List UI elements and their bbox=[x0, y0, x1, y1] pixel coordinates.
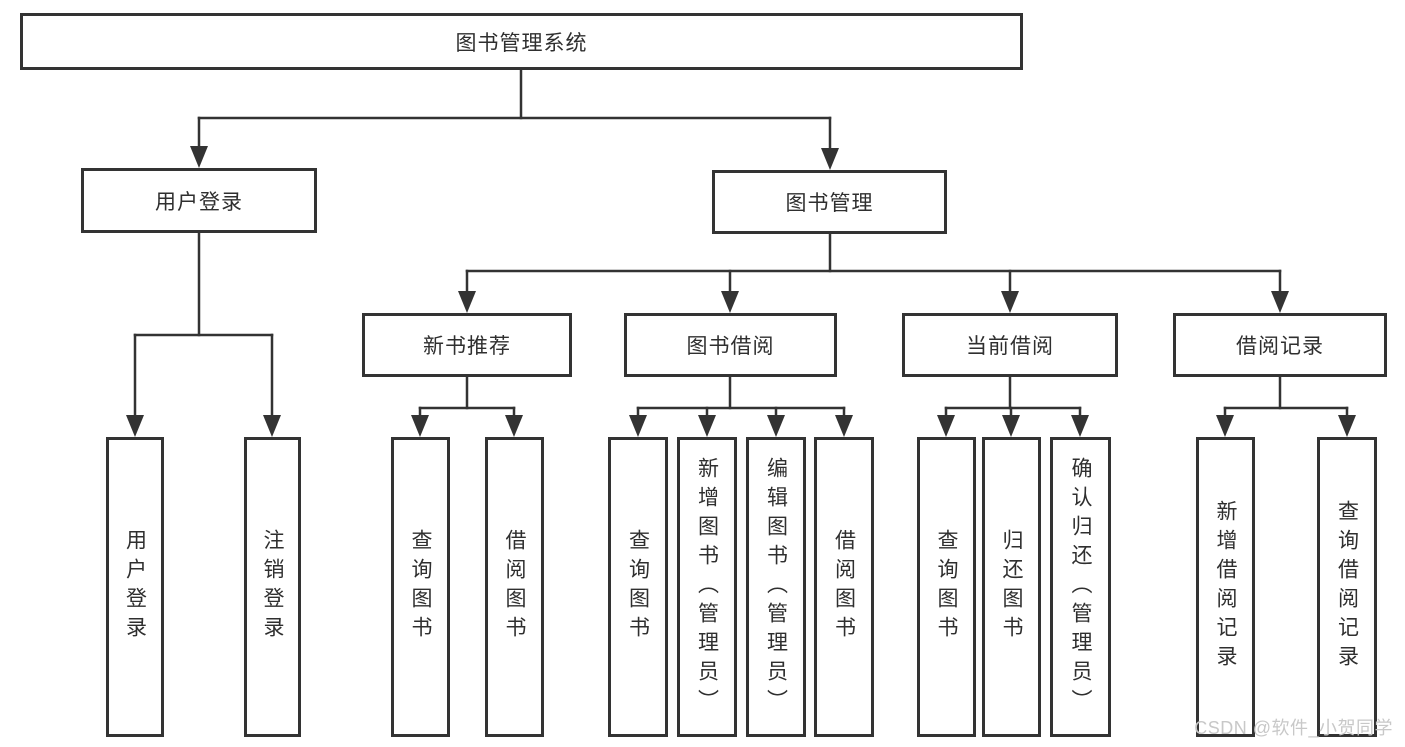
node-label: 用户登录 bbox=[155, 190, 243, 214]
node-label: 查询图书 bbox=[935, 529, 958, 645]
leaf-borrow-books-borrowing: 借阅图书 bbox=[814, 437, 874, 737]
node-label: 查询图书 bbox=[409, 529, 432, 645]
node-user-login: 用户登录 bbox=[81, 168, 317, 233]
node-label: 确认归还（管理员） bbox=[1069, 456, 1092, 718]
node-new-book-recommendation: 新书推荐 bbox=[362, 313, 572, 377]
node-label: 新书推荐 bbox=[423, 335, 511, 358]
leaf-return-books: 归还图书 bbox=[982, 437, 1041, 737]
node-label: 当前借阅 bbox=[966, 335, 1054, 358]
node-current-borrowing: 当前借阅 bbox=[902, 313, 1118, 377]
leaf-add-borrow-record: 新增借阅记录 bbox=[1196, 437, 1255, 737]
leaf-query-borrow-record: 查询借阅记录 bbox=[1317, 437, 1377, 737]
leaf-logout: 注销登录 bbox=[244, 437, 301, 737]
leaf-query-books-recommendation: 查询图书 bbox=[391, 437, 450, 737]
leaf-confirm-return-admin: 确认归还（管理员） bbox=[1050, 437, 1111, 737]
csdn-watermark: CSDN @软件_小贺同学 bbox=[1194, 718, 1393, 738]
node-root: 图书管理系统 bbox=[20, 13, 1023, 70]
node-label: 借阅记录 bbox=[1236, 335, 1324, 358]
node-label: 用户登录 bbox=[123, 529, 147, 645]
arrowheads bbox=[126, 146, 1356, 437]
leaf-query-books-borrowing: 查询图书 bbox=[608, 437, 668, 737]
node-label: 图书借阅 bbox=[686, 335, 775, 358]
node-label: 新增借阅记录 bbox=[1214, 500, 1237, 674]
node-label: 查询图书 bbox=[626, 529, 650, 645]
leaf-add-books-admin: 新增图书（管理员） bbox=[677, 437, 737, 737]
leaf-borrow-books-recommendation: 借阅图书 bbox=[485, 437, 544, 737]
node-label: 借阅图书 bbox=[503, 529, 526, 645]
node-label: 图书管理系统 bbox=[455, 31, 588, 55]
node-label: 图书管理 bbox=[785, 192, 874, 215]
node-label: 查询借阅记录 bbox=[1335, 500, 1359, 674]
leaf-edit-books-admin: 编辑图书（管理员） bbox=[746, 437, 806, 737]
leaf-user-login: 用户登录 bbox=[106, 437, 164, 737]
node-book-borrowing: 图书借阅 bbox=[624, 313, 837, 377]
node-label: 注销登录 bbox=[261, 529, 284, 645]
node-label: 归还图书 bbox=[1000, 529, 1023, 645]
node-book-management: 图书管理 bbox=[712, 170, 947, 234]
node-label: 编辑图书（管理员） bbox=[764, 456, 788, 718]
node-label: 新增图书（管理员） bbox=[695, 456, 719, 718]
leaf-query-books-current: 查询图书 bbox=[917, 437, 976, 737]
node-label: 借阅图书 bbox=[832, 529, 856, 645]
node-borrowing-records: 借阅记录 bbox=[1173, 313, 1387, 377]
